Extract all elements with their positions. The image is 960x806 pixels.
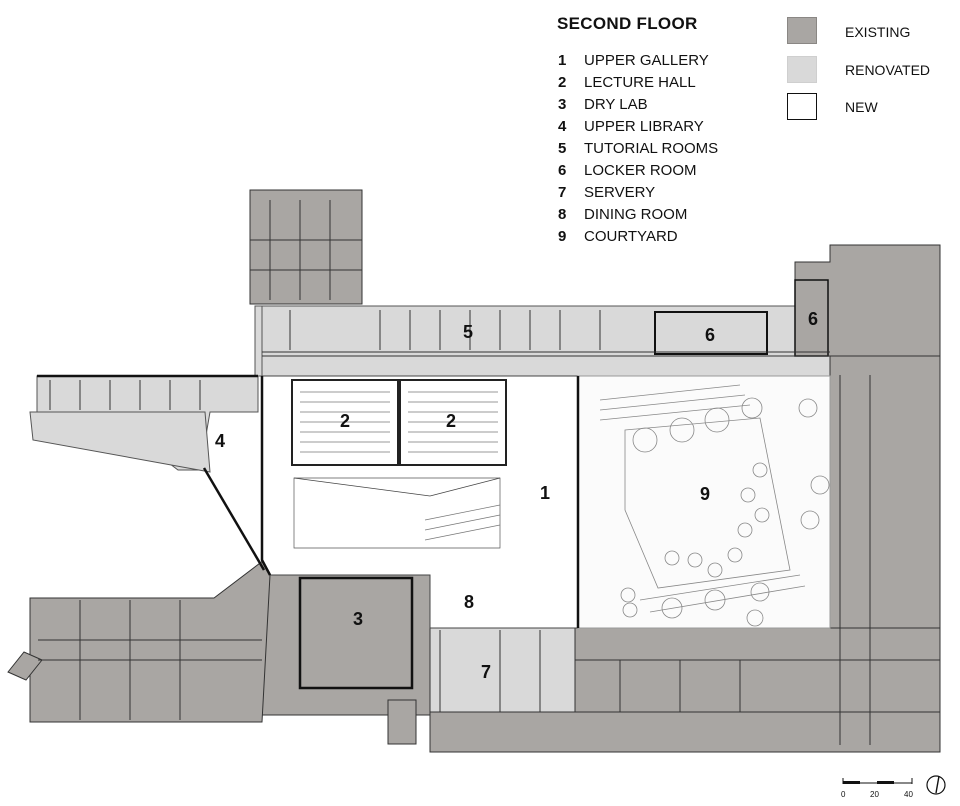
room-legend-item: 6 LOCKER ROOM	[558, 160, 718, 182]
room-label-6a: 6	[705, 325, 715, 345]
room-legend-num: 9	[558, 228, 567, 245]
room-legend-item: 7 SERVERY	[558, 182, 718, 204]
scale-tick-20: 20	[870, 790, 879, 799]
room-legend-item: 5 TUTORIAL ROOMS	[558, 138, 718, 160]
room-legend-num: 2	[558, 74, 567, 91]
renovated-label: RENOVATED	[845, 62, 931, 78]
room-label-1: 1	[540, 483, 550, 503]
room-label-9: 9	[700, 484, 710, 504]
scale-bar: 0 20 40	[841, 778, 913, 799]
room-labels: 1 2 2 3 4 5 6 6 7 8 9	[215, 309, 818, 682]
room-legend-name: DINING ROOM	[584, 206, 688, 223]
room-legend-item: 4 UPPER LIBRARY	[558, 116, 718, 138]
north-arrow-icon	[926, 775, 946, 795]
plan-title: SECOND FLOOR	[557, 14, 698, 33]
room-legend-num: 4	[558, 118, 567, 135]
courtyard-detail	[599, 384, 830, 627]
room-legend-num: 6	[558, 162, 567, 179]
room-legend-num: 1	[558, 52, 567, 69]
room-legend-item: 8 DINING ROOM	[558, 204, 718, 226]
room-label-8: 8	[464, 592, 474, 612]
room-legend-num: 7	[558, 184, 567, 201]
room-legend-name: UPPER GALLERY	[584, 52, 709, 69]
room-legend-item: 9 COURTYARD	[558, 226, 718, 248]
room-legend-name: LOCKER ROOM	[584, 162, 697, 179]
lecture-seating	[291, 379, 507, 549]
room-label-4: 4	[215, 431, 225, 451]
room-label-5: 5	[463, 322, 473, 342]
room-label-2b: 2	[446, 411, 456, 431]
room-legend-item: 1 UPPER GALLERY	[558, 50, 718, 72]
new-swatch	[787, 93, 817, 120]
room-legend-name: DRY LAB	[584, 96, 648, 113]
room-label-6b: 6	[808, 309, 818, 329]
room-legend-num: 3	[558, 96, 567, 113]
room-label-7: 7	[481, 662, 491, 682]
partition-lines	[38, 200, 940, 745]
structural-walls	[37, 374, 580, 628]
scale-tick-0: 0	[841, 790, 846, 799]
room-legend-name: LECTURE HALL	[584, 74, 696, 91]
room-label-3: 3	[353, 609, 363, 629]
room-legend-name: UPPER LIBRARY	[584, 118, 704, 135]
room-legend-num: 8	[558, 206, 567, 223]
new-label: NEW	[845, 99, 878, 115]
room-legend-item: 3 DRY LAB	[558, 94, 718, 116]
room-legend-name: TUTORIAL ROOMS	[584, 140, 719, 157]
scale-tick-40: 40	[904, 790, 913, 799]
new-areas	[261, 375, 831, 629]
room-legend-name: SERVERY	[584, 184, 656, 201]
existing-label: EXISTING	[845, 24, 911, 40]
room-legend-num: 5	[558, 140, 567, 157]
room-label-2a: 2	[340, 411, 350, 431]
renovated-swatch	[787, 56, 817, 83]
existing-swatch	[787, 17, 817, 44]
room-legend-item: 2 LECTURE HALL	[558, 72, 718, 94]
room-legend-name: COURTYARD	[584, 228, 678, 245]
